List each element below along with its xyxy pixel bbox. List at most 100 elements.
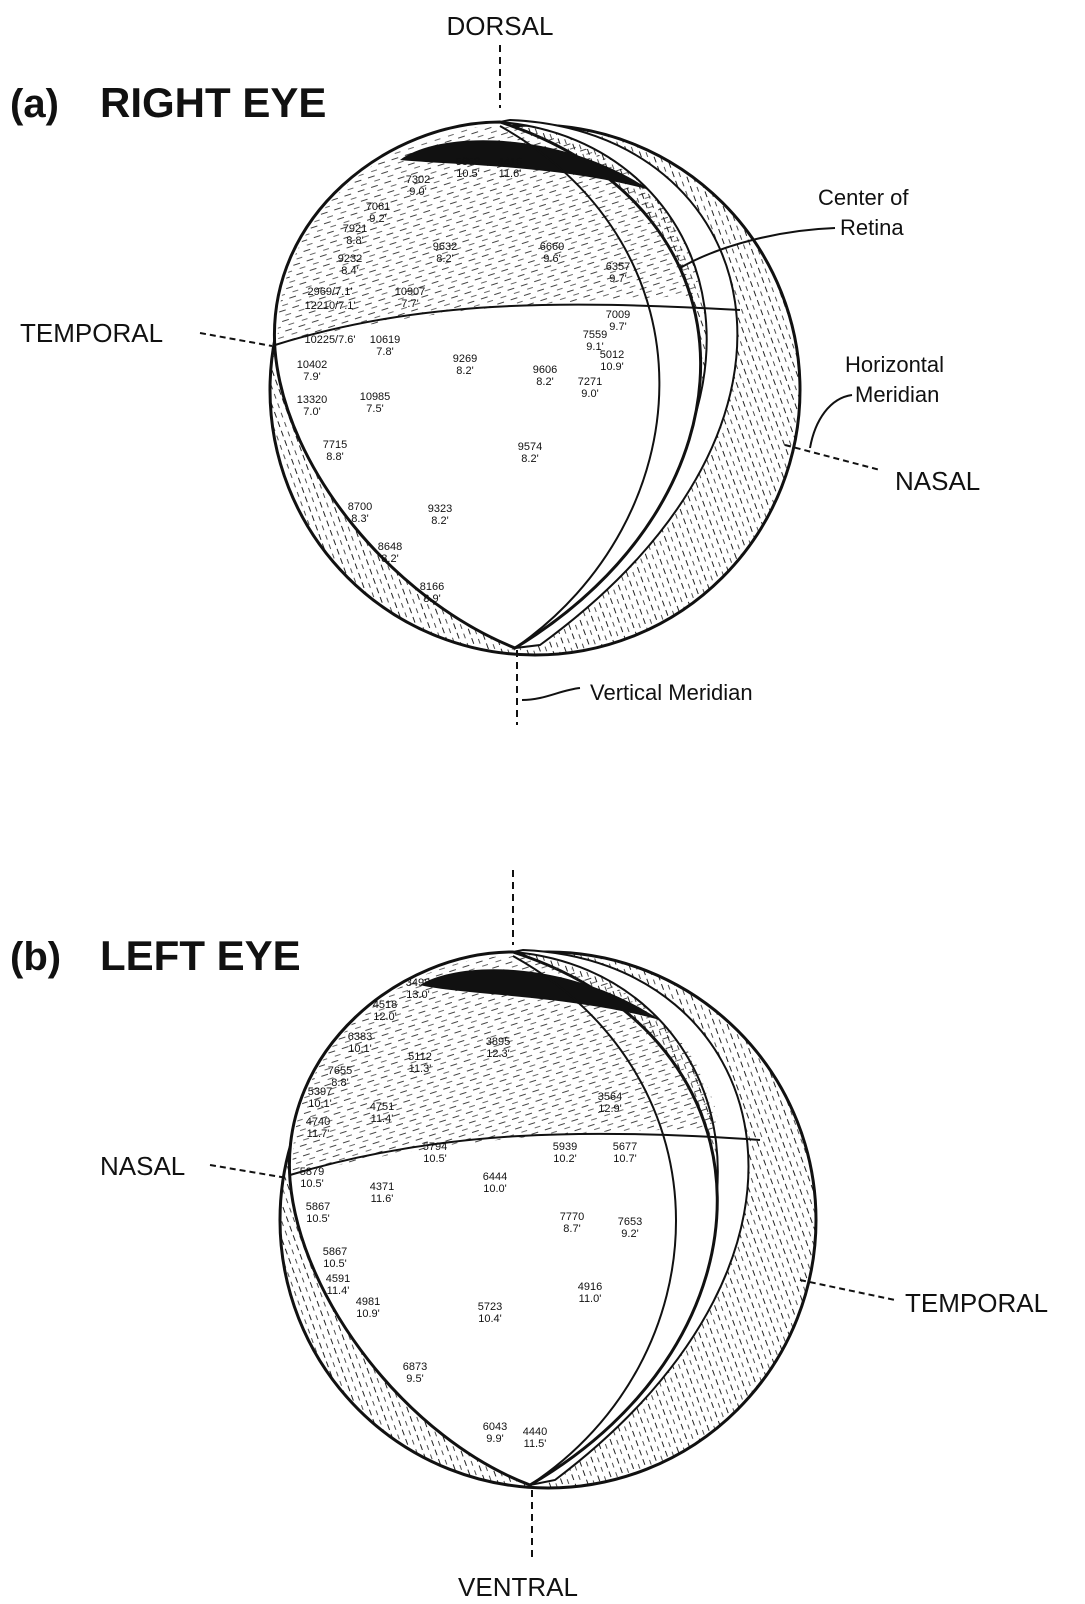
left-eye-spacing-value: 9.9' (486, 1433, 503, 1445)
right-eye-spacing-value: 8.2' (381, 553, 398, 565)
left-eye-density-value: 5397 (308, 1086, 332, 1098)
left-eye-density-value: 5867 (306, 1201, 330, 1213)
left-eye-spacing-value: 9.5' (406, 1373, 423, 1385)
left-eye-density-value: 4591 (326, 1273, 350, 1285)
right-eye-spacing-value: 8.2' (536, 376, 553, 388)
left-eye-spacing-value: 11.0' (579, 1293, 602, 1305)
left-eye-nasal-label: NASAL (100, 1151, 185, 1181)
center-of-label: Center of (818, 185, 909, 210)
left-eye-spacing-value: 13.0' (406, 989, 430, 1001)
right-eye-spacing-value: 8.9' (423, 593, 440, 605)
right-eye-panel: DORSAL (a) RIGHT EYE TEMPORAL NASAL Cent… (10, 11, 980, 725)
left-eye-density-value: 6444 (483, 1171, 507, 1183)
retina-label: Retina (840, 215, 904, 240)
right-eye-density-value: 7009 (606, 309, 630, 321)
left-eye-spacing-value: 8.7' (563, 1223, 580, 1235)
right-eye-spacing-value: 9.6' (543, 253, 560, 265)
right-eye-density-value: 7921 (343, 223, 367, 235)
ventral-label: VENTRAL (458, 1572, 578, 1602)
right-eye-density-value: 8648 (378, 541, 402, 553)
left-eye-density-value: 5723 (478, 1301, 502, 1313)
left-eye-density-value: 5794 (423, 1141, 447, 1153)
right-eye-density-value: 7715 (323, 439, 347, 451)
left-eye-spacing-value: 10.9' (356, 1308, 380, 1320)
right-eye-spacing-value: 7.9' (303, 371, 320, 383)
right-eye-density-value: 10619 (370, 334, 401, 346)
left-eye-density-value: 4740 (306, 1116, 330, 1128)
right-eye-spacing-value: 8.2' (456, 365, 473, 377)
left-eye-density-value: 5939 (553, 1141, 577, 1153)
right-eye-spacing-value: 7.7' (401, 298, 418, 310)
left-eye-spacing-value: 10.1' (348, 1043, 372, 1055)
right-eye-spacing-value: 9.0' (409, 186, 426, 198)
right-eye-spacing-value: 8.8' (326, 451, 343, 463)
right-eye-density-value: 5858 (456, 156, 480, 168)
right-eye-spacing-value: 8.2' (436, 253, 453, 265)
right-eye-density-value: 12210/7.1' (304, 300, 355, 312)
right-eye-density-value: 10225/7.6' (304, 334, 355, 346)
left-eye-density-value: 7655 (328, 1065, 352, 1077)
right-eye-density-value: 9606 (533, 364, 557, 376)
left-eye-density-value: 4981 (356, 1296, 380, 1308)
left-eye-density-value: 3895 (486, 1036, 510, 1048)
left-eye-spacing-value: 11.4' (371, 1113, 394, 1125)
right-eye-density-value: 8700 (348, 501, 372, 513)
right-eye-spacing-value: 8.3' (351, 513, 368, 525)
right-eye-density-value: 4416 (498, 156, 522, 168)
left-eye-density-value: 6383 (348, 1031, 372, 1043)
right-eye-spacing-value: 7.0' (303, 406, 320, 418)
right-eye-spacing-value: 7.8' (376, 346, 393, 358)
right-eye-spacing-value: 10.9' (600, 361, 624, 373)
left-eye-density-value: 4916 (578, 1281, 602, 1293)
left-eye-spacing-value: 11.4' (327, 1285, 350, 1297)
right-eye-spacing-value: 8.4' (341, 265, 358, 277)
right-eye-density-value: 7559 (583, 329, 607, 341)
right-eye-density-value: 2969/7.1' (308, 286, 353, 298)
left-eye-density-value: 5867 (323, 1246, 347, 1258)
left-eye-spacing-value: 12.9' (598, 1103, 622, 1115)
right-eye-density-value: 7271 (578, 376, 602, 388)
left-eye-density-value: 6873 (403, 1361, 427, 1373)
horizontal-meridian-leader (810, 395, 852, 448)
right-eye-spacing-value: 9.2' (369, 213, 386, 225)
left-eye-spacing-value: 10.7' (613, 1153, 637, 1165)
right-eye-spacing-value: 8.8' (346, 235, 363, 247)
right-eye-density-value: 9269 (453, 353, 477, 365)
left-eye-density-value: 7770 (560, 1211, 584, 1223)
right-eye-density-value: 10907 (395, 286, 426, 298)
right-eye-spacing-value: 11.6' (499, 168, 522, 180)
right-eye-spacing-value: 9.0' (581, 388, 598, 400)
left-eye-spacing-value: 12.0' (373, 1011, 397, 1023)
right-eye-density-value: 7302 (406, 174, 430, 186)
right-eye-density-value: 7061 (366, 201, 390, 213)
right-eye-nasal-leader (785, 445, 880, 470)
right-eye-density-value: 9574 (518, 441, 542, 453)
right-eye-spacing-value: 9.7' (609, 321, 626, 333)
right-eye-density-value: 13320 (297, 394, 328, 406)
left-eye-density-value: 5879 (300, 1166, 324, 1178)
left-eye-spacing-value: 10.5' (323, 1258, 347, 1270)
right-eye-temporal-label: TEMPORAL (20, 318, 163, 348)
left-eye-density-value: 5112 (408, 1051, 432, 1063)
left-eye-density-value: 3564 (598, 1091, 622, 1103)
right-eye-density-value: 10985 (360, 391, 391, 403)
left-eye-density-value: 7653 (618, 1216, 642, 1228)
left-eye-spacing-value: 11.3' (409, 1063, 432, 1075)
right-eye-density-value: 8166 (420, 581, 444, 593)
right-eye-density-value: 9632 (433, 241, 457, 253)
left-eye-spacing-value: 10.5' (306, 1213, 330, 1225)
left-eye-title: LEFT EYE (100, 932, 301, 979)
left-eye-temporal-label: TEMPORAL (905, 1288, 1048, 1318)
left-eye-spacing-value: 12.3' (486, 1048, 510, 1060)
right-eye-spacing-value: 8.2' (431, 515, 448, 527)
left-eye-spacing-value: 11.5' (524, 1438, 547, 1450)
left-eye-density-value: 5677 (613, 1141, 637, 1153)
left-eye-spacing-value: 8.8' (331, 1077, 348, 1089)
right-eye-density-value: 5012 (600, 349, 624, 361)
left-eye-spacing-value: 10.4' (478, 1313, 502, 1325)
left-eye-spacing-value: 10.1' (308, 1098, 332, 1110)
right-eye-spacing-value: 9.7' (609, 273, 626, 285)
left-eye-spacing-value: 11.7' (307, 1128, 330, 1140)
right-eye-spacing-value: 10.5' (456, 168, 480, 180)
